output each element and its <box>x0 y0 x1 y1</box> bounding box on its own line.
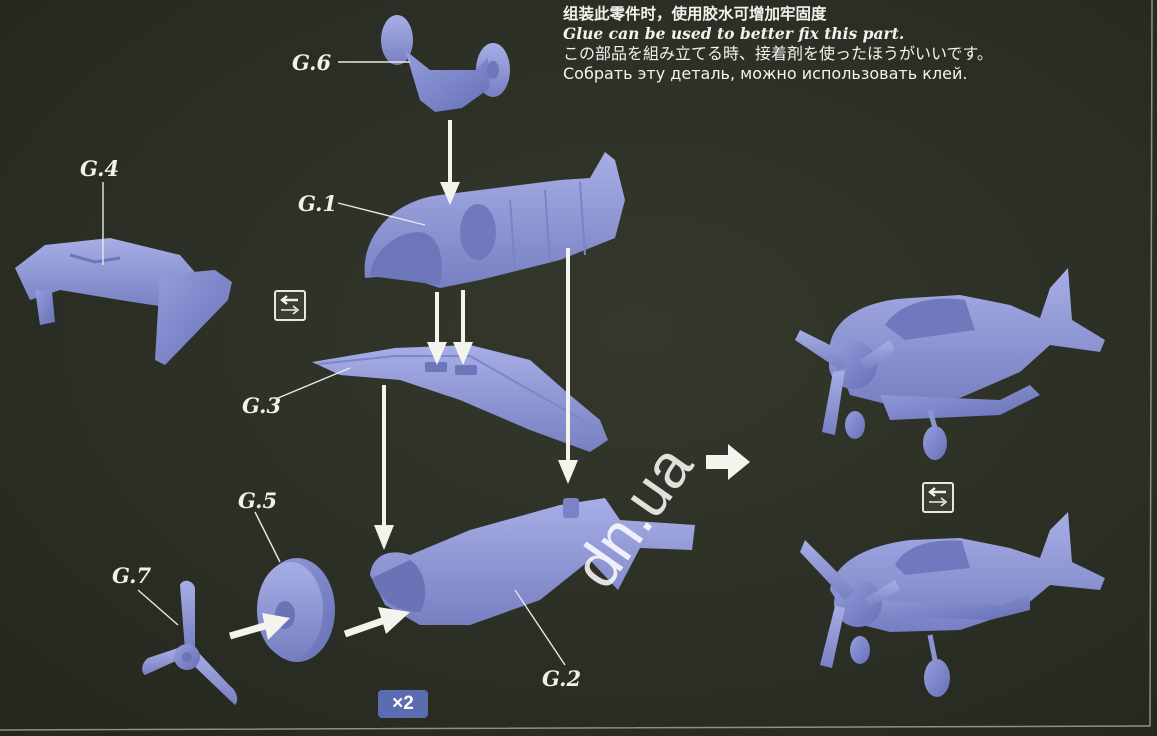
part-g3-shape <box>312 345 608 452</box>
swap-arrows-icon <box>274 290 306 321</box>
leader-lines <box>102 61 566 666</box>
part-g5-shape <box>257 558 335 662</box>
assembled-plane-top <box>795 268 1105 460</box>
part-label-g7: G.7 <box>112 563 152 588</box>
part-g6-shape <box>381 15 510 112</box>
right-arrow-icon <box>706 444 750 480</box>
instruction-russian: Собрать эту деталь, можно использовать к… <box>563 64 968 83</box>
instruction-chinese: 组装此零件时，使用胶水可增加牢固度 <box>563 5 827 23</box>
assembled-plane-bottom <box>800 512 1105 697</box>
swap-arrows-icon <box>922 482 954 513</box>
part-g4-shape <box>15 238 232 365</box>
instruction-japanese: この部品を組み立てる時、接着剤を使ったほうがいいです。 <box>563 44 993 63</box>
instruction-english: Glue can be used to better fix this part… <box>563 24 905 43</box>
part-label-g3: G.3 <box>242 393 282 418</box>
part-label-g1: G.1 <box>298 191 338 216</box>
part-label-g5: G.5 <box>238 488 278 513</box>
part-g1-shape <box>364 152 625 288</box>
part-g2-shape <box>370 498 695 625</box>
assembly-arrows <box>229 120 578 640</box>
glue-instructions: 组装此零件时，使用胶水可增加牢固度 Glue can be used to be… <box>563 4 1153 84</box>
part-label-g2: G.2 <box>542 666 582 691</box>
part-label-g4: G.4 <box>80 156 120 181</box>
quantity-badge: ×2 <box>378 690 428 718</box>
part-g7-shape <box>142 580 238 705</box>
part-label-g6: G.6 <box>292 50 332 75</box>
